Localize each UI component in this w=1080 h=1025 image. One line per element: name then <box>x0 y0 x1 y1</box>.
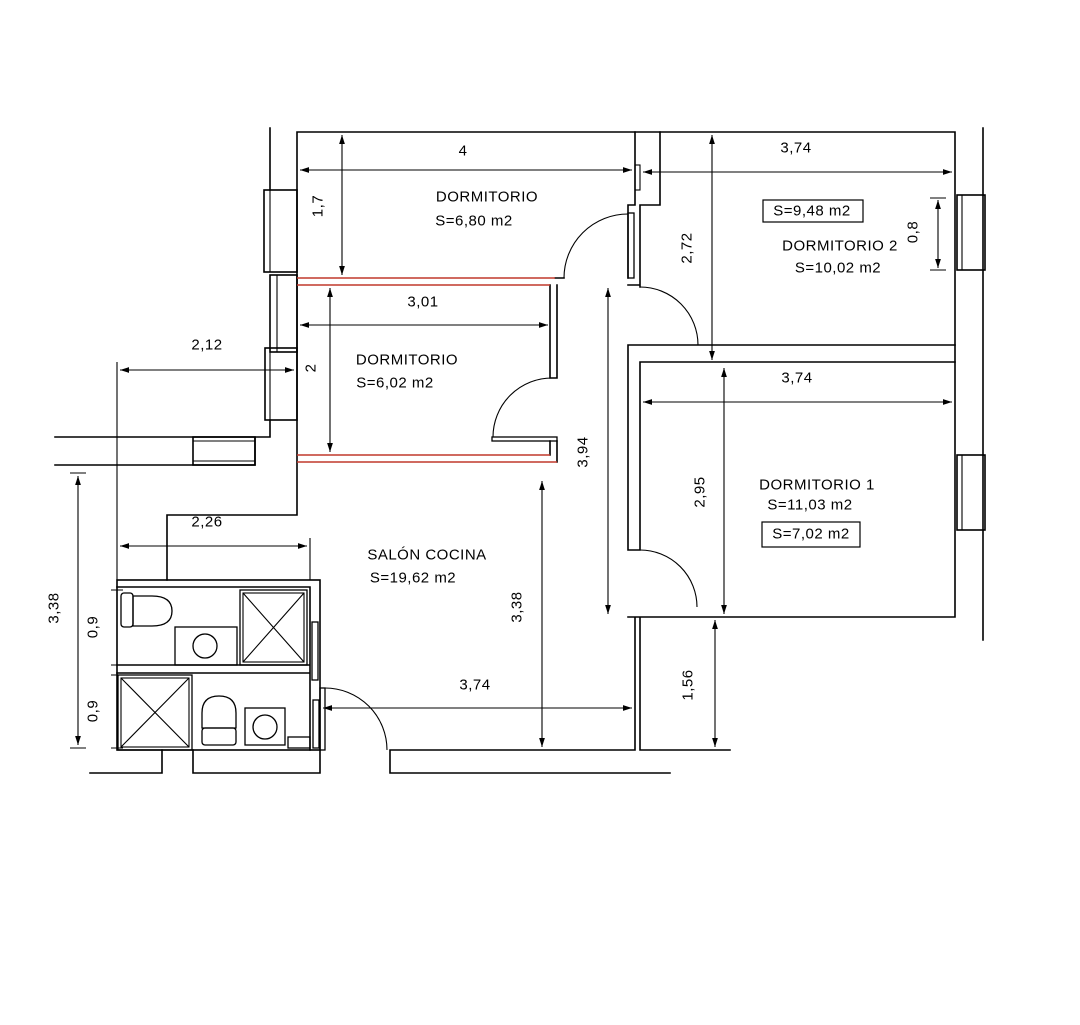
interior-wall-lines <box>549 131 956 551</box>
dim-label-bedroom-1-width: 3,74 <box>781 370 812 387</box>
bathroom-block <box>116 579 321 751</box>
washing-machine-lower-icon <box>244 707 286 746</box>
dim-label-bedroom-2-depth: 2,72 <box>679 232 696 263</box>
toilet-bowl <box>201 695 237 729</box>
room-area-living-kitchen: S=19,62 m2 <box>370 570 456 587</box>
exterior-wall-lines <box>54 127 984 774</box>
windows <box>192 189 986 531</box>
wall-marker <box>634 164 641 191</box>
bathroom-upper-door <box>311 621 319 681</box>
washing-machine-upper-icon <box>174 626 238 666</box>
room-labels: DORMITORIO S=6,80 m2 S=9,48 m2 DORMITORI… <box>356 189 898 587</box>
window-frame <box>269 274 298 353</box>
window-pane-line <box>193 440 255 462</box>
appliance-drum <box>252 714 278 740</box>
room-name-bedroom-1: DORMITORIO 1 <box>759 477 875 494</box>
shower-cross <box>242 592 305 663</box>
room-area-bedroom-2: S=10,02 m2 <box>795 260 881 277</box>
window-left-1 <box>263 189 298 273</box>
small-cabinet <box>287 736 311 749</box>
door-leaf <box>319 687 326 751</box>
shower-tray <box>239 589 308 666</box>
bedroom-2-door <box>639 286 699 346</box>
window-frame <box>264 347 298 421</box>
bathroom-inner-walls <box>116 586 311 751</box>
window-left-bottom <box>192 436 256 466</box>
dim-label-bedroom-2-window: 0,8 <box>905 221 922 243</box>
doors <box>319 212 699 751</box>
appliance-body <box>174 626 238 666</box>
dim-label-bedroom-top-width: 4 <box>459 143 468 160</box>
shower-tray-inner <box>242 592 305 663</box>
room-name-bedroom-2: DORMITORIO 2 <box>782 238 898 255</box>
bathroom-lower-door <box>312 699 320 749</box>
door-swing-arc <box>639 549 698 608</box>
toilet-tank <box>201 727 237 746</box>
door-swing-arc <box>324 687 388 751</box>
shower-upper-icon <box>239 589 308 666</box>
window-right-2 <box>956 454 986 531</box>
bedroom-top-door <box>563 212 635 279</box>
extension-lines <box>70 197 946 749</box>
partition-bedroom-top <box>297 277 555 286</box>
dim-label-bedroom-middle-depth: 2 <box>303 364 320 373</box>
shower-lower-icon <box>117 674 193 751</box>
dim-label-corridor-length: 3,94 <box>575 436 592 467</box>
dim-label-living-width: 3,74 <box>459 677 490 694</box>
dim-label-left-offset: 2,12 <box>191 337 222 354</box>
appliance-body <box>244 707 286 746</box>
interior-walls <box>297 131 956 551</box>
door-leaf <box>491 436 558 442</box>
shower-tray-inner <box>120 677 190 748</box>
toilet-tank <box>120 592 134 628</box>
dimension-lines <box>70 135 952 749</box>
shower-tray <box>117 674 193 751</box>
bedroom-1-door <box>639 549 698 608</box>
window-frame <box>192 436 256 466</box>
toilet-upper-icon <box>120 592 173 628</box>
bedroom-middle-door <box>491 377 558 442</box>
window-left-2 <box>269 274 298 353</box>
dim-label-living-depth: 3,38 <box>509 591 526 622</box>
dim-label-terrace-depth: 1,56 <box>680 669 697 700</box>
appliance-drum <box>192 633 218 659</box>
boxed-area-bedroom-2: S=9,48 m2 <box>773 203 850 220</box>
entrance-door <box>319 687 388 751</box>
room-area-bedroom-middle: S=6,02 m2 <box>356 375 433 392</box>
boxed-area-bedroom-1: S=7,02 m2 <box>772 526 849 543</box>
dim-label-bedroom-2-width: 3,74 <box>780 140 811 157</box>
room-area-bedroom-1: S=11,03 m2 <box>767 497 852 514</box>
dim-label-bath-lower: 0,9 <box>85 700 102 722</box>
door-swing-arc <box>492 377 553 438</box>
partition-bedroom-middle <box>297 454 557 463</box>
exterior-walls <box>54 127 984 774</box>
dim-label-bedroom-top-depth: 1,7 <box>310 195 327 217</box>
room-area-bedroom-top: S=6,80 m2 <box>435 213 512 230</box>
dim-label-left-vertical: 3,38 <box>46 592 63 623</box>
window-frame <box>956 454 986 531</box>
shower-cross <box>120 677 190 748</box>
room-name-bedroom-top: DORMITORIO <box>436 189 538 206</box>
toilet-bowl <box>132 595 173 627</box>
dimension-labels: 4 3,74 1,7 2,72 0,8 3,01 2,12 2 3,74 3,9… <box>46 140 922 723</box>
boxed-area-frame-bedroom-2 <box>762 199 864 223</box>
dim-label-bathroom-width: 2,26 <box>191 514 222 531</box>
window-frame <box>263 189 298 273</box>
room-name-living-kitchen: SALÓN COCINA <box>367 547 486 564</box>
toilet-lower-icon <box>201 695 237 746</box>
door-leaf <box>627 212 635 279</box>
room-name-bedroom-middle: DORMITORIO <box>356 352 458 369</box>
door-swing-arc <box>639 286 699 346</box>
dim-label-bedroom-1-depth: 2,95 <box>692 476 709 507</box>
window-right-1 <box>956 194 986 271</box>
boxed-area-frame-bedroom-1 <box>761 521 861 548</box>
dim-label-bedroom-middle-width: 3,01 <box>407 294 438 311</box>
door-swing-arc <box>563 213 629 279</box>
dim-label-bath-upper: 0,9 <box>85 616 102 638</box>
window-left-3 <box>264 347 298 421</box>
window-frame <box>956 194 986 271</box>
